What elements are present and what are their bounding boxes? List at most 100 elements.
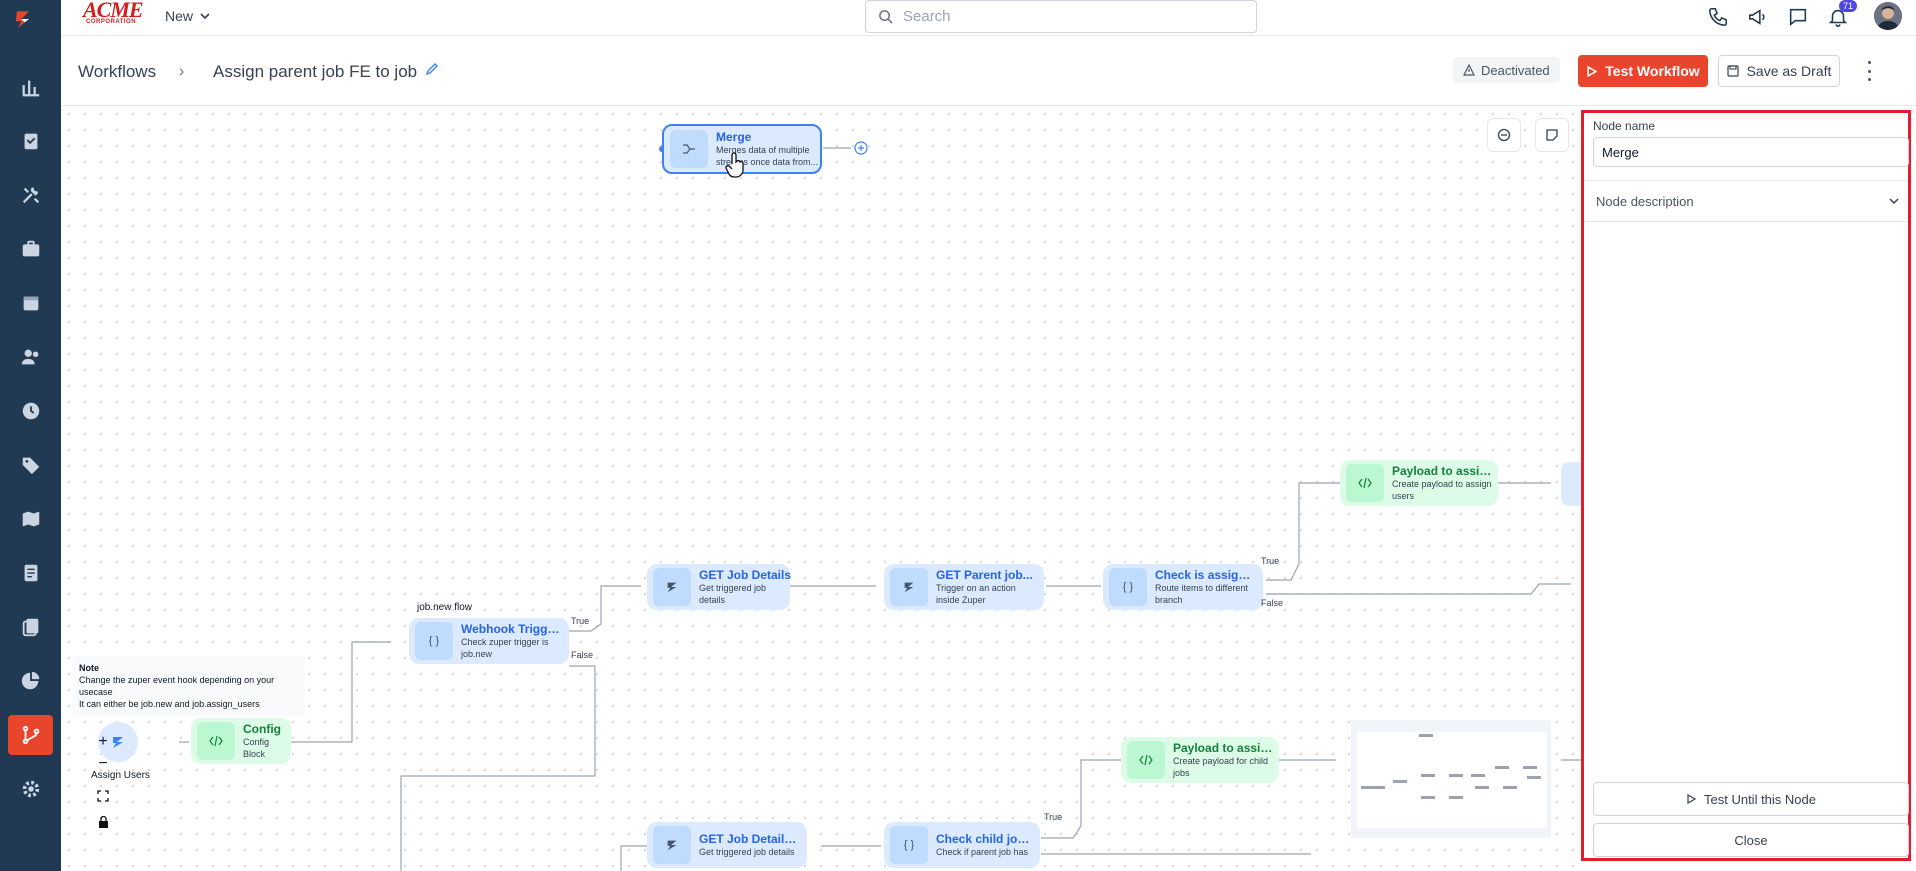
node-config[interactable]: Config Config Block [191, 718, 291, 764]
nav-calendar-icon[interactable] [8, 283, 53, 323]
node-description: Get triggered job details [699, 583, 767, 605]
node-title: Webhook Trigger... [461, 622, 563, 636]
save-draft-button[interactable]: Save as Draft [1718, 55, 1840, 87]
node-description: Check if parent job has [936, 847, 1029, 857]
zoom-out-icon[interactable]: − [98, 755, 108, 772]
braces-icon: { } [415, 622, 453, 660]
nav-tag-icon[interactable] [8, 445, 53, 485]
status-text: Deactivated [1481, 62, 1550, 78]
braces-icon: { } [890, 826, 928, 864]
code-icon [197, 722, 235, 760]
note-title: Note [79, 663, 99, 673]
zoom-in-icon[interactable]: + [98, 733, 108, 750]
test-workflow-button[interactable]: Test Workflow [1578, 55, 1708, 87]
nav-invoice-icon[interactable] [8, 553, 53, 593]
app-logo-icon[interactable] [12, 8, 46, 48]
brand-subtitle: CORPORATION [86, 19, 137, 25]
node-title: GET Parent job... [936, 568, 1033, 582]
code-icon [1127, 741, 1165, 779]
global-search[interactable] [865, 0, 1257, 33]
nav-settings-icon[interactable] [8, 769, 53, 809]
braces-icon: { } [1109, 568, 1147, 606]
chevron-down-icon [1889, 198, 1899, 205]
minimap-preview [1357, 732, 1547, 828]
node-get-job-details[interactable]: GET Job Details Get triggered job detail… [647, 564, 792, 610]
user-avatar[interactable] [1874, 2, 1902, 30]
node-title: Config [243, 722, 281, 736]
workflow-title: Assign parent job FE to job [213, 62, 418, 81]
edge-label-false: False [1261, 598, 1284, 608]
flow-label: job.new flow [417, 602, 473, 613]
node-description: Config Block [243, 737, 270, 759]
breadcrumb-separator-icon: › [179, 63, 185, 80]
canvas-minimap[interactable] [1351, 720, 1551, 838]
sticky-note-icon[interactable] [1535, 118, 1569, 152]
notification-bell-icon[interactable]: 71 [1825, 0, 1857, 30]
nav-timesheet-icon[interactable] [8, 391, 53, 431]
hand-cursor-icon [725, 152, 747, 183]
node-webhook-trigger[interactable]: { } Webhook Trigger... Check zuper trigg… [409, 618, 569, 664]
node-title: Check child jobs... [936, 832, 1036, 846]
play-icon [1587, 65, 1598, 77]
workflow-canvas[interactable]: Merge Merges data of multiple streams on… [61, 106, 1581, 871]
edit-pencil-icon[interactable] [425, 62, 439, 81]
announcement-icon[interactable] [1745, 4, 1771, 30]
workflow-header: Workflows › Assign parent job FE to job … [61, 36, 1916, 106]
lock-icon[interactable] [91, 810, 115, 834]
merge-icon [670, 130, 708, 168]
zuper-bolt-icon [113, 737, 123, 748]
node-description: Get triggered job details [699, 847, 795, 857]
close-button[interactable]: Close [1593, 823, 1909, 857]
code-icon [1346, 464, 1384, 502]
nav-analytics-icon[interactable] [8, 661, 53, 701]
nav-workflows-icon[interactable] [8, 715, 53, 755]
node-title: GET Job Details [699, 568, 792, 582]
test-until-node-label: Test Until this Node [1704, 791, 1816, 807]
edge-label-true: True [571, 616, 590, 626]
node-check-child-jobs[interactable]: { } Check child jobs... Check if parent … [884, 822, 1040, 868]
node-description: Trigger on an action inside Zuper [936, 583, 1016, 605]
node-settings-panel: Node name Node description Test Until th… [1581, 110, 1911, 861]
test-until-node-button[interactable]: Test Until this Node [1593, 782, 1909, 816]
zuper-bolt-icon [653, 568, 691, 606]
canvas-note[interactable]: Note Change the zuper event hook dependi… [73, 656, 305, 716]
nav-jobs-icon[interactable] [8, 121, 53, 161]
trigger-node[interactable] [98, 722, 138, 762]
node-title: GET Job Details... [699, 832, 801, 846]
nav-reports-icon[interactable] [8, 67, 53, 107]
nav-tools-icon[interactable] [8, 175, 53, 215]
edge-label-false: False [571, 650, 594, 660]
node-payload-assign-users[interactable]: Payload to assign... Create payload to a… [1340, 460, 1498, 506]
node-name-input[interactable] [1593, 137, 1909, 167]
brand-logo[interactable]: ACME CORPORATION [83, 0, 147, 28]
node-payload-child-jobs[interactable]: Payload to assign... Create payload for … [1121, 737, 1279, 783]
node-offscreen[interactable] [1561, 462, 1581, 506]
note-line-2: It can either be job.new and job.assign_… [79, 699, 260, 709]
brand-name: ACME [83, 0, 144, 22]
node-description-accordion[interactable]: Node description [1584, 180, 1908, 222]
nav-documents-icon[interactable] [8, 607, 53, 647]
chat-icon[interactable] [1785, 4, 1811, 30]
node-get-job-details-2[interactable]: GET Job Details... Get triggered job det… [647, 822, 807, 868]
canvas-target-icon[interactable] [1487, 118, 1521, 152]
node-get-parent-job[interactable]: GET Parent job... Trigger on an action i… [884, 564, 1044, 610]
left-nav [0, 0, 61, 871]
breadcrumb-workflows[interactable]: Workflows [78, 62, 157, 81]
nav-map-icon[interactable] [8, 499, 53, 539]
nav-customers-icon[interactable] [8, 337, 53, 377]
trigger-label: Assign Users [91, 770, 150, 781]
more-options-icon[interactable] [1862, 61, 1876, 81]
fit-view-icon[interactable] [91, 784, 115, 808]
node-check-is-assigned[interactable]: { } Check is assigned... Route items to … [1103, 564, 1263, 610]
test-workflow-label: Test Workflow [1605, 63, 1700, 79]
notification-count-badge: 71 [1838, 0, 1857, 12]
zuper-bolt-icon [890, 568, 928, 606]
node-title: Payload to assign... [1173, 741, 1275, 755]
node-title: Check is assigned... [1155, 568, 1257, 582]
warning-icon [1463, 64, 1475, 76]
new-dropdown[interactable]: New [165, 6, 211, 26]
nav-briefcase-icon[interactable] [8, 229, 53, 269]
phone-icon[interactable] [1705, 4, 1731, 30]
search-input[interactable] [903, 8, 1223, 25]
save-draft-label: Save as Draft [1746, 63, 1832, 79]
